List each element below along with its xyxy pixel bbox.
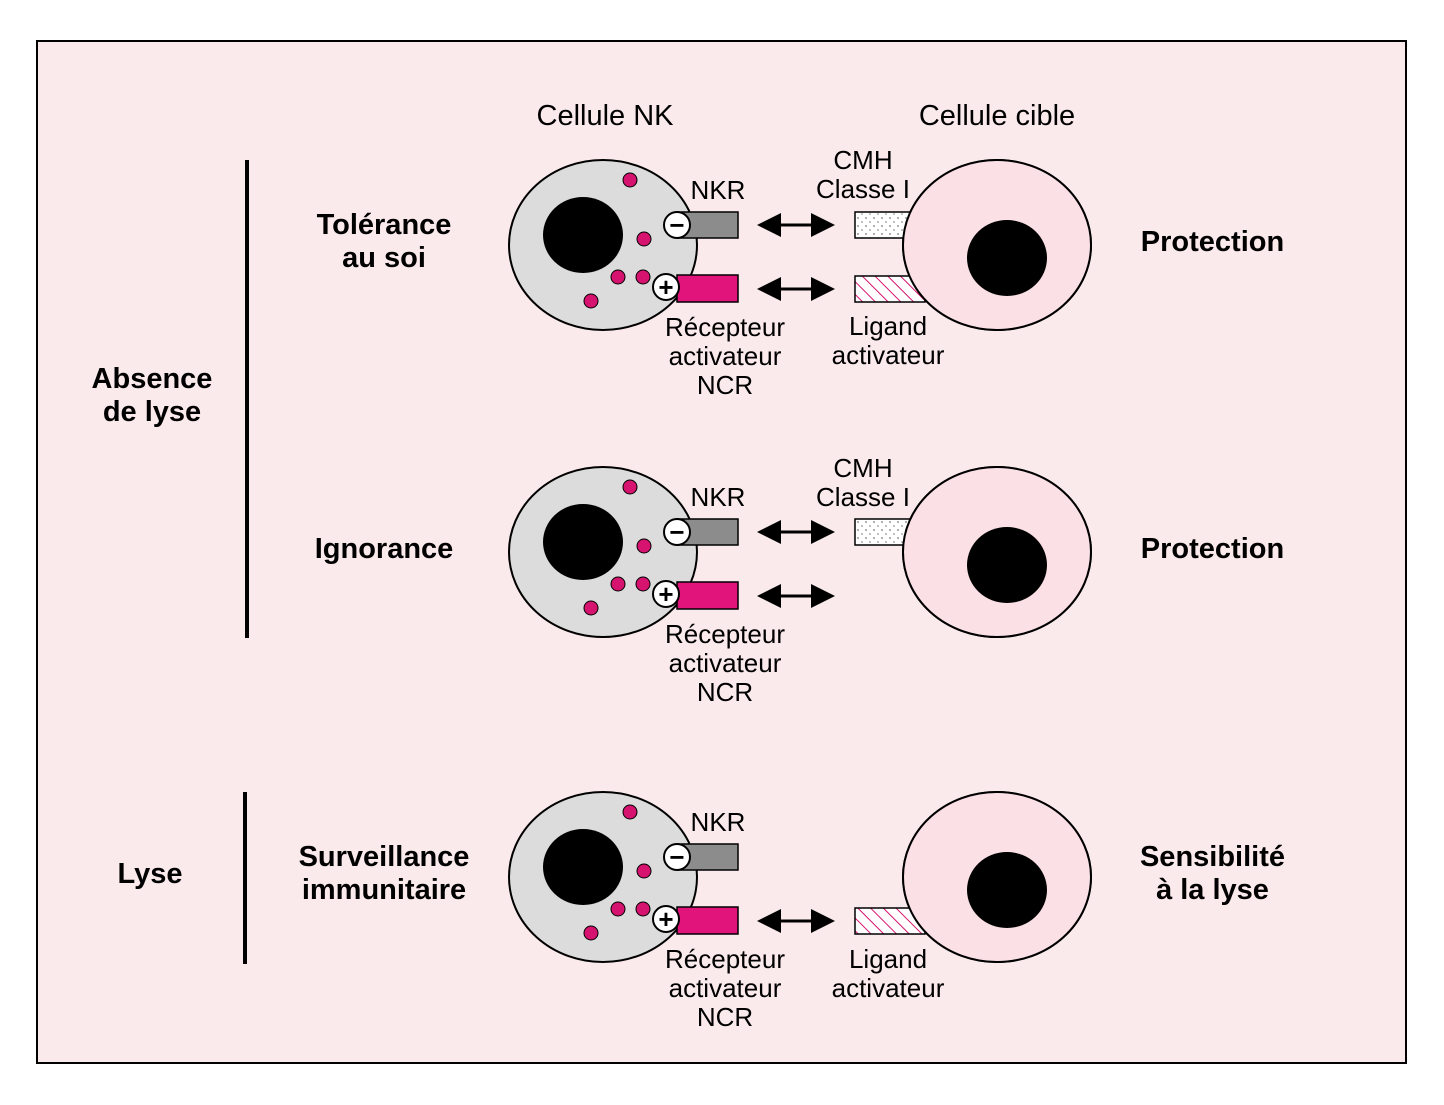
mhc-class-i-label: CMH Classe I: [816, 145, 910, 204]
granule: [635, 901, 651, 917]
activating-receptor-label: Récepteur activateur NCR: [665, 619, 785, 707]
mhc-class-i-label: CMH Classe I: [816, 453, 910, 512]
granule: [635, 269, 651, 285]
granule: [610, 576, 626, 592]
nk-cell-nucleus: [543, 829, 623, 905]
granule: [635, 576, 651, 592]
activating-ligand-label: Ligand activateur: [831, 944, 945, 1003]
group-label-no-lysis: Absence de lyse: [91, 363, 213, 428]
inhibitory-sign-circle: [663, 518, 691, 546]
activating-ligand-label: Ligand activateur: [831, 311, 945, 370]
plus-sign: +: [658, 579, 673, 609]
inhibitory-sign-circle: [663, 211, 691, 239]
granule: [583, 600, 599, 616]
granule: [610, 901, 626, 917]
diagram-frame: [36, 40, 1407, 1064]
activating-receptor-ncr: [676, 274, 739, 303]
granule: [636, 231, 652, 247]
row-outcome: Protection: [1140, 533, 1285, 565]
nk-cell-nucleus: [543, 197, 623, 273]
granule: [636, 538, 652, 554]
nkr-label: NKR: [690, 807, 746, 837]
nkr-label: NKR: [690, 482, 746, 512]
minus-sign: −: [669, 210, 684, 240]
inhibitory-sign-circle: [663, 843, 691, 871]
row-outcome: Protection: [1140, 226, 1285, 258]
row-outcome: Sensibilité à la lyse: [1139, 841, 1286, 906]
granule: [622, 804, 638, 820]
target-cell-nucleus: [967, 220, 1047, 296]
plus-sign: +: [658, 904, 673, 934]
row-situation: Surveillance immunitaire: [298, 841, 470, 906]
activating-sign-circle: [652, 273, 680, 301]
group-label-lysis: Lyse: [117, 858, 183, 890]
nk-cell-nucleus: [543, 504, 623, 580]
activating-sign-circle: [652, 905, 680, 933]
granule: [622, 172, 638, 188]
nk-cell-header: Cellule NK: [536, 100, 674, 132]
minus-sign: −: [669, 517, 684, 547]
granule: [583, 925, 599, 941]
activating-sign-circle: [652, 580, 680, 608]
row-situation: Ignorance: [314, 533, 454, 565]
nkr-label: NKR: [690, 175, 746, 205]
granule: [636, 863, 652, 879]
target-cell-nucleus: [967, 852, 1047, 928]
granule: [610, 269, 626, 285]
minus-sign: −: [669, 842, 684, 872]
granule: [622, 479, 638, 495]
activating-receptor-ncr: [676, 906, 739, 935]
row-situation: Tolérance au soi: [316, 209, 452, 274]
activating-receptor-label: Récepteur activateur NCR: [665, 312, 785, 400]
target-cell-nucleus: [967, 527, 1047, 603]
activating-receptor-label: Récepteur activateur NCR: [665, 944, 785, 1032]
activating-receptor-ncr: [676, 581, 739, 610]
granule: [583, 293, 599, 309]
plus-sign: +: [658, 272, 673, 302]
target-cell-header: Cellule cible: [918, 100, 1076, 132]
